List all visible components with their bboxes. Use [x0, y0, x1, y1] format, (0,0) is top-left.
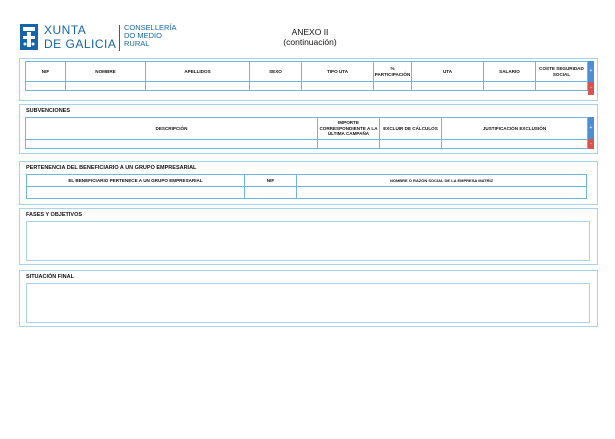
- col-nif: NIF: [25, 61, 66, 82]
- col-participacion: % PARTICIPACIÓN: [373, 61, 412, 82]
- col-sexo: SEXO: [249, 61, 302, 82]
- add-row-button[interactable]: +: [588, 61, 594, 82]
- cell-input[interactable]: [411, 81, 484, 91]
- fases-textarea[interactable]: [26, 221, 590, 261]
- col-coste-ss: COSTE SEGURIDAD SOCIAL: [535, 61, 588, 82]
- col-descripcion: DESCRIPCIÓN: [25, 117, 318, 140]
- col-apellidos: APELLIDOS: [145, 61, 250, 82]
- col-tipo-uta: TIPO UTA: [301, 61, 374, 82]
- situacion-textarea[interactable]: [26, 283, 590, 323]
- logo-divider: [119, 25, 120, 51]
- cell-input[interactable]: [65, 81, 146, 91]
- document-title: ANEXO II (continuación): [250, 27, 370, 47]
- logo-conselleria-text: CONSELLERÍA DO MEDIO RURAL: [124, 23, 177, 48]
- add-subvencion-button[interactable]: +: [588, 117, 594, 139]
- cell-input[interactable]: [296, 186, 587, 199]
- col-justificacion: JUSTIFICACIÓN EXCLUSIÓN: [441, 117, 588, 140]
- cell-input[interactable]: [317, 139, 380, 149]
- xunta-logo: XUNTA DE GALICIA CONSELLERÍA DO MEDIO RU…: [20, 23, 180, 53]
- fases-label: FASES Y OBJETIVOS: [26, 212, 83, 218]
- remove-subvencion-button[interactable]: -: [588, 139, 594, 149]
- situacion-label: SITUACIÓN FINAL: [26, 274, 74, 280]
- table-row: [25, 139, 588, 149]
- xunta-emblem-icon: [20, 24, 38, 50]
- workers-table: NIF NOMBRE APELLIDOS SEXO TIPO UTA % PAR…: [25, 61, 588, 91]
- cell-input[interactable]: [145, 81, 250, 91]
- grupo-label: PERTENENCIA DEL BENEFICIARIO A UN GRUPO …: [26, 165, 197, 171]
- subvenciones-label: SUBVENCIONES: [26, 108, 71, 114]
- title-continuacion: (continuación): [283, 37, 337, 47]
- col-grupo-nif: NIF: [244, 174, 297, 187]
- cell-input[interactable]: [373, 81, 412, 91]
- title-anexo: ANEXO II: [291, 27, 329, 37]
- col-nombre: NOMBRE: [65, 61, 146, 82]
- cell-input[interactable]: [535, 81, 588, 91]
- cell-input[interactable]: [25, 139, 318, 149]
- subvenciones-table: DESCRIPCIÓN IMPORTE CORRESPONDIENTE A LA…: [25, 117, 588, 149]
- table-row: [25, 81, 588, 91]
- cell-input[interactable]: [441, 139, 588, 149]
- table-row: [26, 186, 587, 199]
- cell-input[interactable]: [483, 81, 536, 91]
- col-uta: UTA: [411, 61, 484, 82]
- grupo-table: EL BENEFICIARIO PERTENECE A UN GRUPO EMP…: [26, 174, 587, 199]
- logo-galicia-text: DE GALICIA: [44, 37, 117, 51]
- col-excluir: EXCLUIR DE CÁLCULOS: [379, 117, 442, 140]
- cell-input[interactable]: [25, 81, 66, 91]
- remove-row-button[interactable]: -: [588, 82, 594, 95]
- logo-xunta-text: XUNTA: [44, 23, 87, 37]
- cell-input[interactable]: [249, 81, 302, 91]
- col-salario: SALARIO: [483, 61, 536, 82]
- cell-input[interactable]: [301, 81, 374, 91]
- cell-input[interactable]: [26, 186, 245, 199]
- col-pertenece-grupo: EL BENEFICIARIO PERTENECE A UN GRUPO EMP…: [26, 174, 245, 187]
- col-empresa-matriz: NOMBRE O RAZÓN SOCIAL DE LA EMPRESA MATR…: [296, 174, 587, 187]
- col-importe: IMPORTE CORRESPONDIENTE A LA ÚLTIMA CAMP…: [317, 117, 380, 140]
- cell-input[interactable]: [244, 186, 297, 199]
- cell-input[interactable]: [379, 139, 442, 149]
